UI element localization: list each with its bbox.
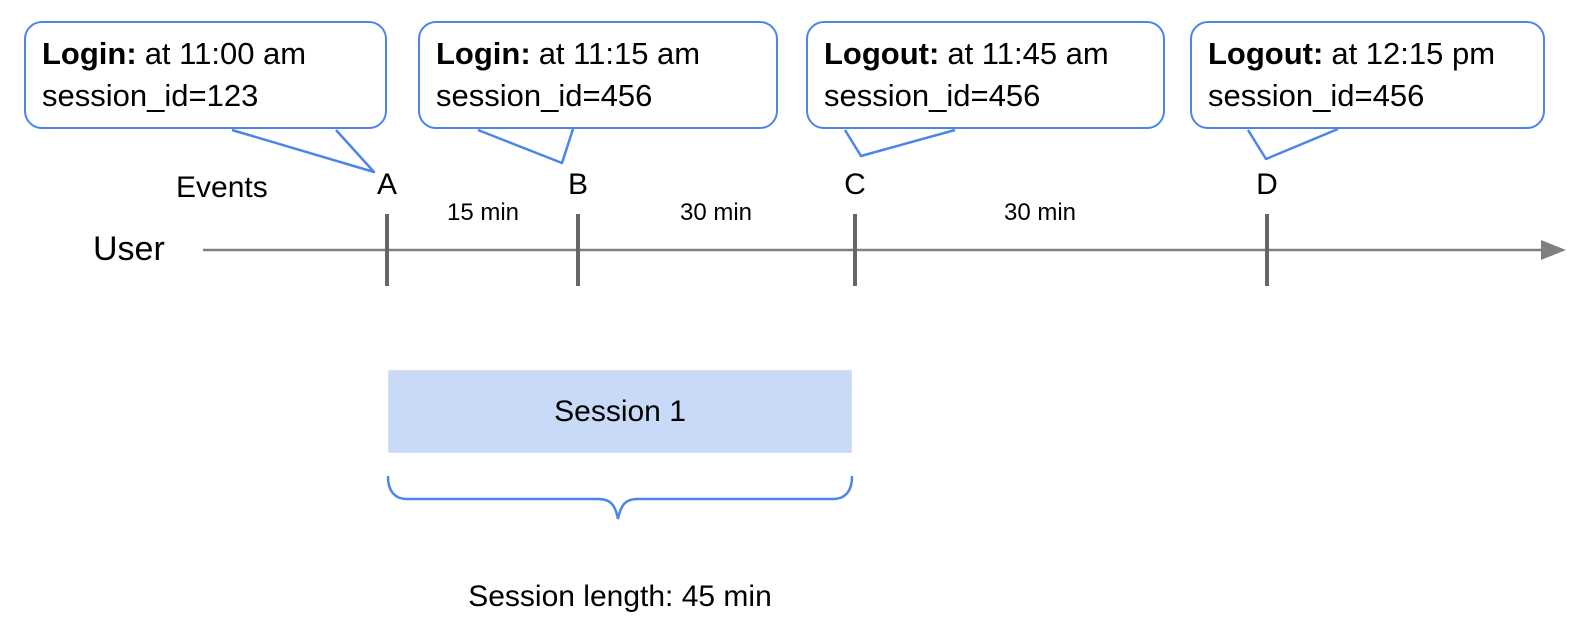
event-letter-b: B xyxy=(567,168,588,201)
session-brace xyxy=(386,475,854,520)
interval-label-cd: 30 min xyxy=(1003,199,1077,226)
event-time: at 11:15 am xyxy=(538,36,701,71)
session-1-box: Session 1 xyxy=(388,370,852,453)
interval-label-ab: 15 min xyxy=(446,199,520,226)
callout-login-b: Login:at 11:15 am session_id=456 xyxy=(418,21,778,129)
session-id-text: session_id=456 xyxy=(436,78,653,113)
callout-line1: Login:at 11:00 am xyxy=(42,33,369,75)
session-length-label: Session length: 45 min xyxy=(468,580,772,613)
callout-tail-a xyxy=(231,128,376,174)
callout-tail-c xyxy=(843,128,956,158)
callout-line1: Logout:at 12:15 pm xyxy=(1208,33,1527,75)
session-id-text: session_id=456 xyxy=(1208,78,1425,113)
callout-line1: Login:at 11:15 am xyxy=(436,33,760,75)
session-1-label: Session 1 xyxy=(554,394,686,428)
callout-logout-d: Logout:at 12:15 pm session_id=456 xyxy=(1190,21,1545,129)
event-time: at 11:00 am xyxy=(144,36,307,71)
event-type-label: Login: xyxy=(42,36,137,71)
session-id-text: session_id=123 xyxy=(42,78,259,113)
timeline-arrowhead-icon xyxy=(1541,240,1566,260)
callout-login-a: Login:at 11:00 am session_id=123 xyxy=(24,21,387,129)
event-letter-d: D xyxy=(1256,168,1278,201)
callout-line1: Logout:at 11:45 am xyxy=(824,33,1147,75)
interval-label-bc: 30 min xyxy=(679,199,753,226)
event-type-label: Logout: xyxy=(824,36,940,71)
callout-tail-d xyxy=(1246,127,1339,161)
session-id-text: session_id=456 xyxy=(824,78,1041,113)
event-letter-c: C xyxy=(844,168,866,201)
callout-logout-c: Logout:at 11:45 am session_id=456 xyxy=(806,21,1165,129)
event-type-label: Login: xyxy=(436,36,531,71)
event-letter-a: A xyxy=(376,168,397,201)
events-axis-label: Events xyxy=(176,171,268,204)
event-time: at 12:15 pm xyxy=(1331,36,1496,71)
event-type-label: Logout: xyxy=(1208,36,1324,71)
callout-tail-b xyxy=(477,128,575,165)
event-time: at 11:45 am xyxy=(947,36,1109,71)
user-label: User xyxy=(93,230,165,268)
